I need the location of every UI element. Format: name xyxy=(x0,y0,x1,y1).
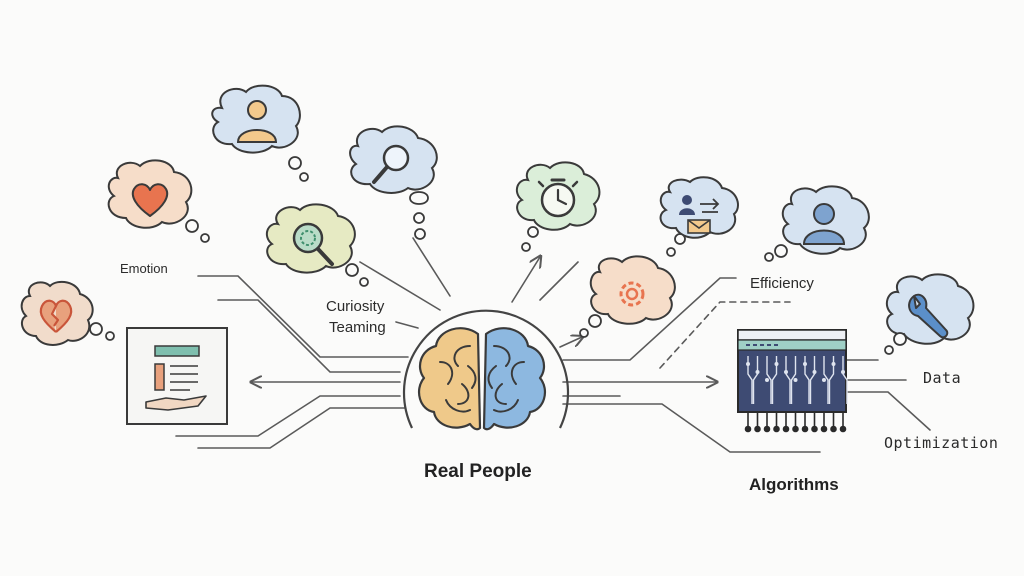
chip-node xyxy=(755,370,760,374)
chip-trace xyxy=(785,356,791,404)
line-teaming xyxy=(395,321,419,329)
chip-pin-end xyxy=(744,425,752,433)
label-data: Data xyxy=(923,369,962,387)
thought-bubble-search xyxy=(265,203,369,287)
brain-group xyxy=(402,309,570,431)
magnifier-icon xyxy=(372,144,410,184)
line-magnifier xyxy=(412,237,451,297)
label-teaming: Teaming xyxy=(329,319,386,336)
gear-icon xyxy=(619,281,645,307)
chip-pin-end xyxy=(792,425,799,433)
line-left-4 xyxy=(175,395,401,437)
thought-bubble-gear xyxy=(579,255,676,338)
chip-node xyxy=(774,362,779,366)
chip-trace xyxy=(790,356,797,404)
chip-node xyxy=(784,370,788,374)
label-real-people: Real People xyxy=(424,461,532,482)
chip-node xyxy=(841,370,845,374)
chip-trace xyxy=(752,356,759,404)
line-emotion xyxy=(197,275,409,358)
chip-pin-end xyxy=(839,425,847,433)
circuit-chip-icon xyxy=(737,329,848,433)
brain-right-icon xyxy=(482,327,547,431)
chip-trace xyxy=(823,356,829,404)
line-stopwatch xyxy=(539,261,579,301)
arrow-up xyxy=(511,257,540,303)
chip-node xyxy=(793,378,798,382)
label-curiosity: Curiosity xyxy=(326,298,385,315)
label-optimization: Optimization xyxy=(884,434,999,452)
brain-arc xyxy=(402,309,570,429)
chip-node xyxy=(803,362,807,366)
chip-node xyxy=(831,362,836,366)
thought-bubble-heart xyxy=(107,159,210,243)
line-left-2 xyxy=(217,299,401,373)
line-optimization xyxy=(845,391,931,431)
line-left-5 xyxy=(197,407,406,449)
chip-pin-end xyxy=(830,425,837,433)
wrench-icon xyxy=(908,293,949,339)
thought-bubble-user xyxy=(764,185,870,262)
line-search-bubble xyxy=(359,261,441,311)
chip-trace xyxy=(842,356,848,404)
chip-pin-end xyxy=(773,425,780,433)
broken-heart-icon xyxy=(39,299,73,333)
chip-pin-end xyxy=(820,425,828,433)
person-icon xyxy=(236,100,278,143)
thought-bubble-transfer xyxy=(659,176,739,257)
arrow-gear xyxy=(559,337,582,348)
chip-pin-end xyxy=(754,425,761,433)
chip-node xyxy=(812,370,817,374)
thought-bubble-broken-heart xyxy=(20,280,115,346)
line-dashed xyxy=(659,301,791,369)
chip-pin-end xyxy=(782,425,790,433)
chip-node xyxy=(746,362,750,366)
stopwatch-icon xyxy=(537,178,579,218)
line-efficiency xyxy=(562,277,737,361)
thought-bubble-magnifier xyxy=(349,125,438,240)
heart-icon xyxy=(131,183,169,217)
chip-pin-end xyxy=(811,425,818,433)
line-optimization-low xyxy=(562,403,821,453)
label-algorithms: Algorithms xyxy=(749,475,839,494)
search-leaf-icon xyxy=(292,222,334,266)
chip-pin-end xyxy=(801,425,809,433)
thought-bubble-stopwatch xyxy=(515,161,601,252)
document-hand-icon xyxy=(126,327,228,425)
label-emotion: Emotion xyxy=(120,261,168,276)
chip-trace xyxy=(766,356,772,404)
thought-bubble-person xyxy=(211,84,309,182)
brain-left-icon xyxy=(417,327,482,431)
connector-lines xyxy=(175,237,931,453)
user-icon xyxy=(802,203,846,245)
chip-trace xyxy=(809,356,816,404)
chip-pin-end xyxy=(763,425,771,433)
transfer-icon xyxy=(679,195,720,234)
chip-node xyxy=(765,378,769,382)
chip-node xyxy=(822,378,826,382)
thought-bubble-wrench xyxy=(884,273,975,355)
label-efficiency: Efficiency xyxy=(750,275,814,292)
